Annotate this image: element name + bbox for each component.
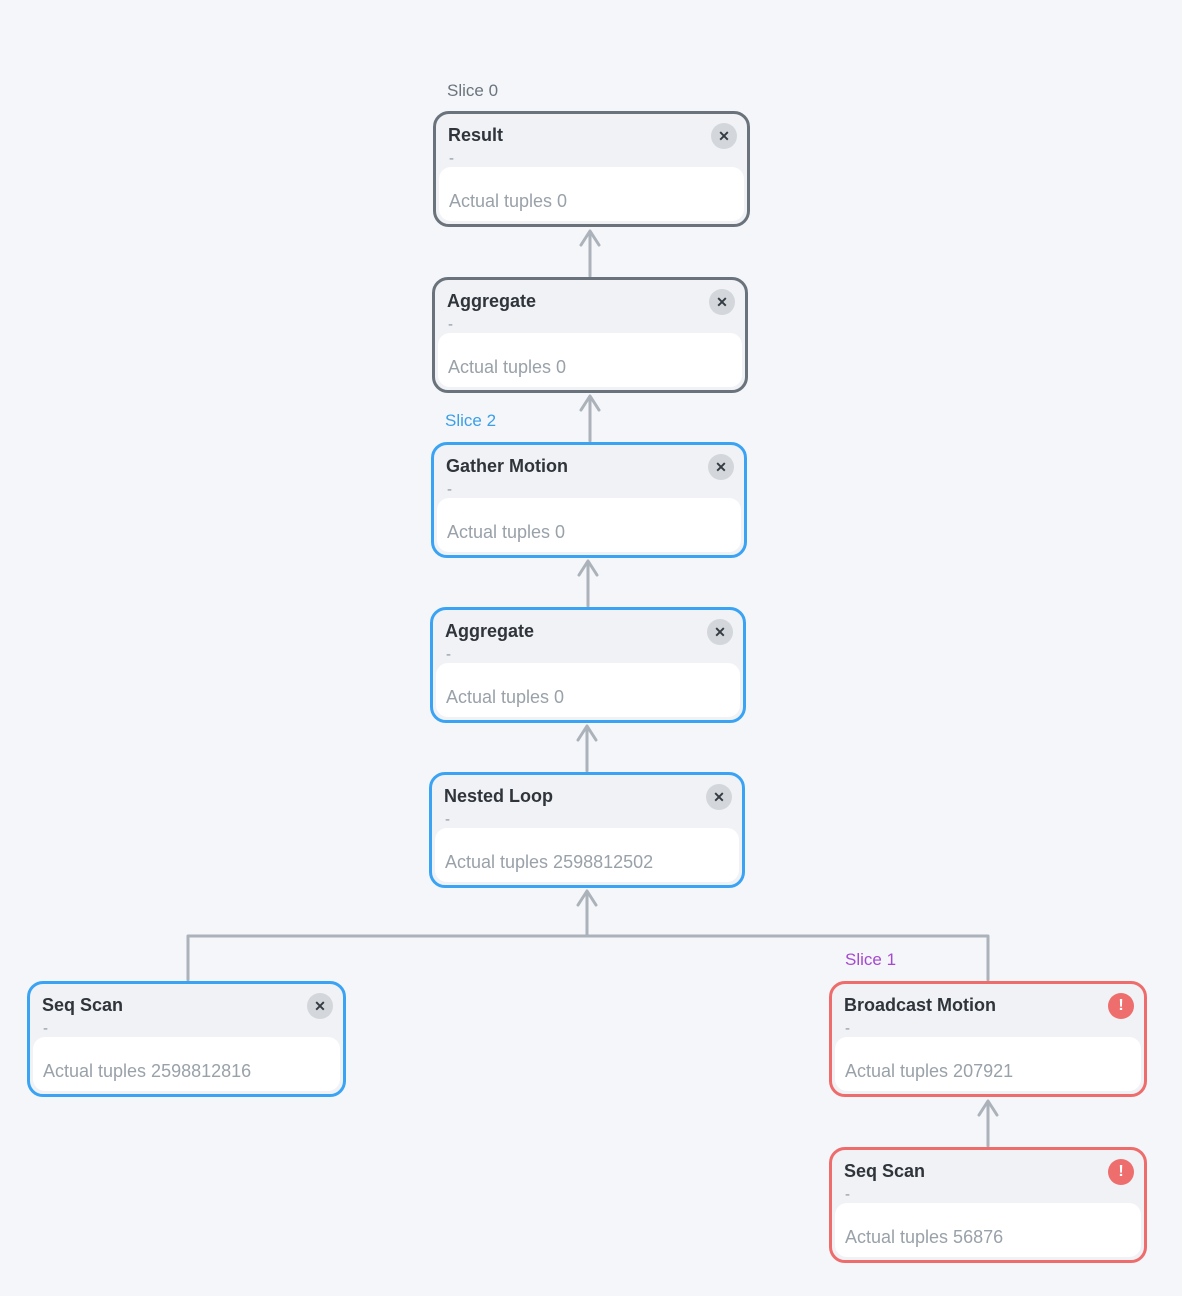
node-body: Actual tuples 0 (437, 498, 741, 552)
node-header: Seq Scan ! (832, 1150, 1144, 1185)
actual-tuples-label: Actual tuples 0 (449, 191, 568, 211)
node-subtitle: - (447, 481, 452, 498)
close-icon[interactable]: ✕ (709, 289, 735, 315)
node-header: Aggregate ✕ (435, 280, 745, 315)
node-body: Actual tuples 0 (439, 167, 744, 221)
node-header: Seq Scan ✕ (30, 984, 343, 1019)
edge-arrow (576, 889, 598, 938)
actual-tuples-label: Actual tuples 2598812816 (43, 1061, 252, 1081)
close-icon[interactable]: ✕ (707, 619, 733, 645)
node-title: Broadcast Motion (844, 995, 997, 1015)
slice-label-2: Slice 2 (445, 411, 497, 430)
close-icon[interactable]: ✕ (711, 123, 737, 149)
plan-node-gather-motion[interactable]: Gather Motion ✕ - Actual tuples 0 (431, 442, 747, 558)
edge-arrow (577, 559, 599, 608)
node-subtitle: - (845, 1186, 850, 1203)
close-icon[interactable]: ✕ (706, 784, 732, 810)
plan-node-seq-scan-right[interactable]: Seq Scan ! - Actual tuples 56876 (829, 1147, 1147, 1263)
slice-label-1: Slice 1 (845, 950, 897, 969)
node-header: Gather Motion ✕ (434, 445, 744, 480)
node-subtitle: - (446, 646, 451, 663)
close-icon[interactable]: ✕ (307, 993, 333, 1019)
close-icon[interactable]: ✕ (708, 454, 734, 480)
plan-node-nested-loop[interactable]: Nested Loop ✕ - Actual tuples 2598812502 (429, 772, 745, 888)
node-body: Actual tuples 0 (436, 663, 740, 717)
edge-arrow (576, 724, 598, 773)
node-body: Actual tuples 56876 (835, 1203, 1141, 1257)
node-subtitle: - (445, 811, 450, 828)
node-header: Aggregate ✕ (433, 610, 743, 645)
node-title: Seq Scan (42, 995, 124, 1015)
node-title: Aggregate (447, 291, 537, 311)
actual-tuples-label: Actual tuples 0 (447, 522, 566, 542)
node-title: Nested Loop (444, 786, 554, 806)
actual-tuples-label: Actual tuples 0 (448, 357, 567, 377)
node-body: Actual tuples 2598812502 (435, 828, 739, 882)
error-icon[interactable]: ! (1108, 993, 1134, 1019)
slice-label-0: Slice 0 (447, 81, 499, 100)
edge-arrow (579, 394, 601, 443)
plan-node-aggregate-mid[interactable]: Aggregate ✕ - Actual tuples 0 (430, 607, 746, 723)
node-title: Result (448, 125, 504, 145)
node-title: Aggregate (445, 621, 535, 641)
node-body: Actual tuples 2598812816 (33, 1037, 340, 1091)
plan-node-result[interactable]: Result ✕ - Actual tuples 0 (433, 111, 750, 227)
error-icon[interactable]: ! (1108, 1159, 1134, 1185)
node-subtitle: - (448, 316, 453, 333)
node-subtitle: - (43, 1020, 48, 1037)
actual-tuples-label: Actual tuples 56876 (845, 1227, 1004, 1247)
node-header: Nested Loop ✕ (432, 775, 742, 810)
edge-arrow (977, 1099, 999, 1148)
actual-tuples-label: Actual tuples 207921 (845, 1061, 1014, 1081)
node-body: Actual tuples 207921 (835, 1037, 1141, 1091)
plan-node-seq-scan-left[interactable]: Seq Scan ✕ - Actual tuples 2598812816 (27, 981, 346, 1097)
plan-node-aggregate-top[interactable]: Aggregate ✕ - Actual tuples 0 (432, 277, 748, 393)
actual-tuples-label: Actual tuples 0 (446, 687, 565, 707)
actual-tuples-label: Actual tuples 2598812502 (445, 852, 654, 872)
node-header: Broadcast Motion ! (832, 984, 1144, 1019)
node-title: Seq Scan (844, 1161, 926, 1181)
node-subtitle: - (449, 150, 454, 167)
node-subtitle: - (845, 1020, 850, 1037)
edge-arrow (579, 229, 601, 278)
plan-node-broadcast-motion[interactable]: Broadcast Motion ! - Actual tuples 20792… (829, 981, 1147, 1097)
node-header: Result ✕ (436, 114, 747, 149)
node-body: Actual tuples 0 (438, 333, 742, 387)
node-title: Gather Motion (446, 456, 568, 476)
